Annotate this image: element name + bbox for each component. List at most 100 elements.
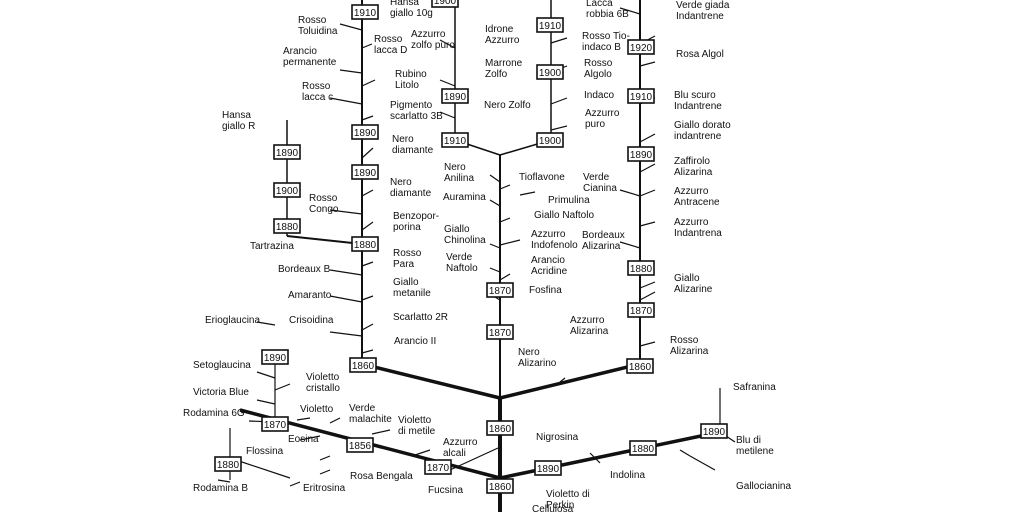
year-box: 1890 (261, 349, 289, 365)
branch-line (439, 111, 456, 119)
branch-line (489, 243, 501, 249)
branch-line (274, 383, 291, 391)
branch-line (639, 163, 656, 173)
year-box: 1890 (441, 88, 469, 104)
branch-line (639, 133, 656, 143)
year-box: 1870 (486, 324, 514, 340)
branch-line (339, 23, 363, 31)
dye-name-label: Primulina (548, 195, 590, 206)
dye-name-label: Rodamina B (193, 483, 248, 494)
year-box: 1910 (627, 88, 655, 104)
dye-name-label: Violetto (300, 404, 334, 415)
branch-line (319, 469, 331, 475)
dye-name-label: Fucsina (428, 485, 463, 496)
year-label: 1860 (489, 424, 512, 435)
year-label: 1890 (276, 148, 299, 159)
year-box: 1870 (486, 282, 514, 298)
branch-line (371, 429, 391, 435)
year-label: 1880 (632, 444, 655, 455)
year-label: 1910 (354, 8, 377, 19)
dye-name-label: Cellulosa (532, 504, 574, 512)
dye-name-label: Victoria Blue (193, 387, 249, 398)
dye-name-label: Erioglaucina (205, 315, 260, 326)
branch-line (639, 291, 656, 301)
year-label: 1890 (630, 150, 653, 161)
branch-line (361, 79, 376, 87)
dye-name-label: Tartrazina (250, 241, 294, 252)
branch-line (256, 399, 276, 405)
branch-line (361, 221, 374, 231)
year-label: 1880 (217, 460, 240, 471)
branch-line (329, 417, 341, 424)
dye-name-label: Flossina (246, 446, 284, 457)
branch-line (639, 189, 656, 197)
year-box: 1890 (351, 164, 379, 180)
year-markers: 1910190019101920190019101890190019101890… (214, 0, 728, 494)
year-label: 1920 (630, 43, 653, 54)
year-label: 1860 (629, 362, 652, 373)
dye-name-label: Nero Zolfo (484, 100, 531, 111)
dye-name-label: Eosina (288, 434, 319, 445)
year-box: 1880 (627, 260, 655, 276)
branch-line (329, 209, 363, 215)
year-box: 1860 (349, 357, 377, 373)
branch-line (519, 191, 536, 196)
year-label: 1890 (354, 168, 377, 179)
year-box: 1870 (424, 459, 452, 475)
branch-line (361, 189, 374, 197)
year-box: 1910 (441, 132, 469, 148)
year-label: 1856 (349, 441, 372, 452)
year-label: 1870 (630, 306, 653, 317)
year-label: 1860 (489, 482, 512, 493)
year-box: 1880 (351, 236, 379, 252)
branch-line (639, 221, 656, 227)
year-box: 1890 (273, 144, 301, 160)
year-box: 1890 (700, 423, 728, 439)
branch-line (489, 199, 501, 207)
year-box: 1860 (626, 358, 654, 374)
dye-name-label: Bordeaux B (278, 264, 331, 275)
year-label: 1890 (354, 128, 377, 139)
dye-name-label: Nigrosina (536, 432, 579, 443)
year-box: 1900 (536, 64, 564, 80)
branch-line (361, 147, 374, 159)
branch-line (550, 125, 568, 131)
year-box: 1880 (273, 218, 301, 234)
branch-line (296, 417, 311, 421)
year-box: 1880 (629, 440, 657, 456)
branch-line (361, 362, 501, 400)
year-label: 1890 (264, 353, 287, 364)
dye-name-label: Arancio II (394, 336, 436, 347)
year-label: 1890 (537, 464, 560, 475)
branch-line (679, 449, 691, 457)
year-label: 1900 (434, 0, 457, 7)
year-box: 1870 (261, 416, 289, 432)
year-label: 1870 (489, 328, 512, 339)
